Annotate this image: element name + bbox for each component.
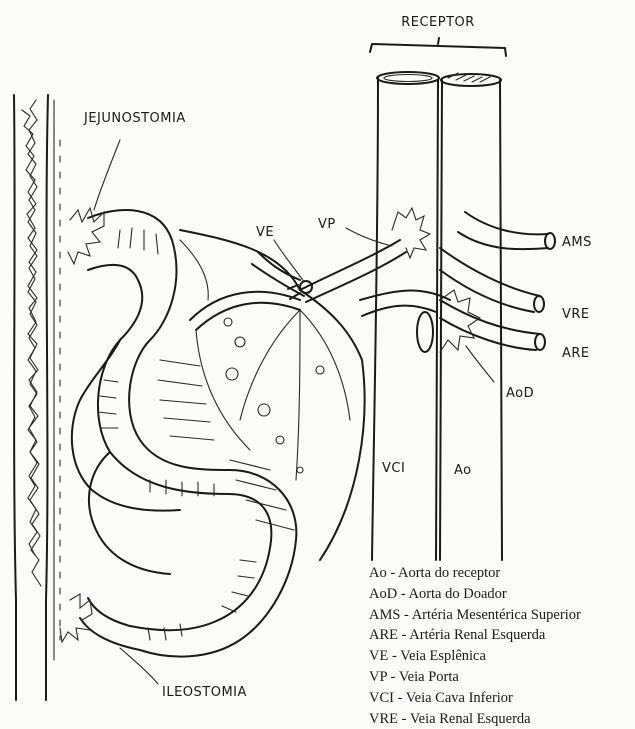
aortic-branches	[440, 212, 555, 350]
jejunostomia-label: JEJUNOSTOMIA	[83, 111, 186, 126]
small-intestine	[60, 208, 296, 657]
ve-label: VE	[256, 225, 274, 240]
receptor-vessels	[370, 38, 506, 560]
legend-item: VE - Veia Esplênica	[369, 646, 631, 667]
legend: Ao - Aorta do receptor AoD - Aorta do Do…	[369, 563, 631, 729]
legend-item: VP - Veia Porta	[369, 667, 631, 688]
legend-item: AoD - Aorta do Doador	[369, 584, 631, 605]
legend-item: Ao - Aorta do receptor	[369, 563, 631, 584]
mesentery	[158, 230, 365, 560]
vp-label: VP	[318, 217, 336, 232]
legend-item: AMS - Artéria Mesentérica Superior	[369, 605, 631, 626]
ileostomia-label: ILEOSTOMIA	[162, 685, 247, 700]
legend-item: VRE - Veia Renal Esquerda	[369, 709, 631, 729]
legend-item: VCI - Veia Cava Inferior	[369, 688, 631, 709]
aod-label: AoD	[506, 386, 534, 401]
are-label: ARE	[562, 346, 590, 361]
legend-item: ARE - Artéria Renal Esquerda	[369, 625, 631, 646]
ams-label: AMS	[562, 235, 592, 250]
ao-label: Ao	[454, 463, 472, 478]
portal-vein	[252, 208, 430, 302]
receptor-label: RECEPTOR	[401, 15, 475, 30]
vci-label: VCI	[382, 461, 405, 476]
vre-label: VRE	[562, 307, 590, 322]
abdominal-wall	[14, 95, 60, 700]
donor-aorta	[360, 290, 480, 352]
